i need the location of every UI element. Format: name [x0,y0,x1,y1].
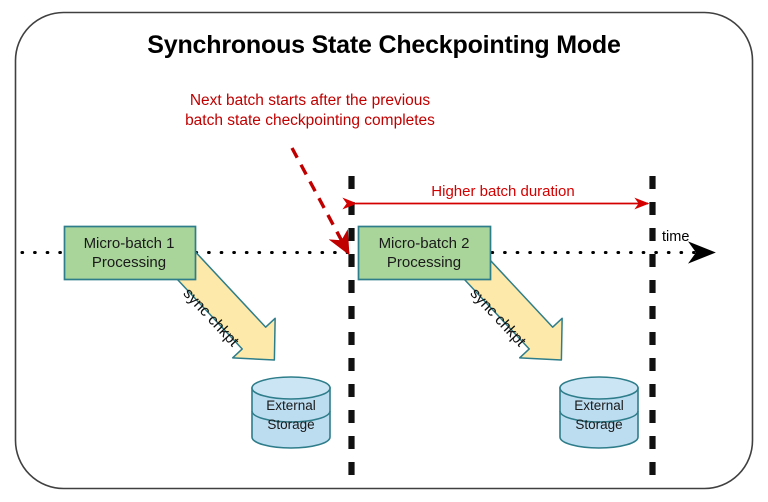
micro-batch-1-box[interactable] [63,225,197,281]
sync-note-annotation: Next batch starts after the previous bat… [130,91,490,131]
external-storage-cylinder-1 [251,376,331,449]
higher-batch-duration-label: Higher batch duration [431,183,575,200]
sync-note-line-2: batch state checkpointing completes [185,112,435,129]
sync-note-line-1: Next batch starts after the previous [189,92,431,109]
external-storage-cylinder-2 [559,376,639,449]
micro-batch-2-box[interactable] [357,225,492,281]
time-axis-label: time [662,229,690,245]
sync-chkpt-arrow-1 [170,250,276,361]
page-title: Synchronous State Checkpointing Mode [147,31,621,59]
